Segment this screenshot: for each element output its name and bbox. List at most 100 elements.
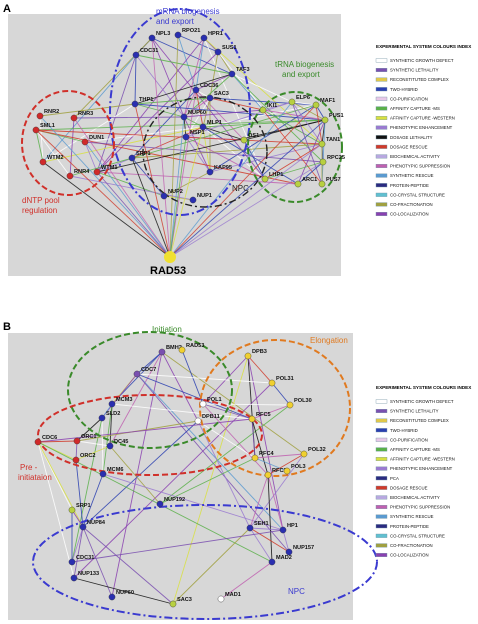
- legend-swatch: [375, 447, 388, 452]
- legend-swatch: [375, 533, 388, 538]
- node-label: SML1: [40, 123, 55, 129]
- region-preinit-outline: [37, 394, 263, 476]
- node-hp1: HP1: [279, 523, 298, 534]
- node-cdc6: CDC6: [34, 435, 57, 446]
- node-label: NSP1: [190, 130, 205, 136]
- node-label: ORC2: [80, 453, 96, 459]
- node-label: SAC3: [177, 597, 192, 603]
- node-marker: [73, 437, 81, 445]
- node-marker: [189, 196, 197, 204]
- edge-1: [151, 37, 233, 75]
- edge-91: [291, 101, 326, 121]
- node-sus1: SUS1: [214, 45, 237, 56]
- node-label: NUP157: [293, 545, 314, 551]
- edge-14: [134, 54, 137, 105]
- edge-54: [159, 457, 256, 505]
- node-label: CDC31: [76, 555, 94, 561]
- edge-13: [135, 54, 233, 75]
- node-pol1: POL1: [199, 397, 222, 408]
- hub-edge-22: [96, 171, 171, 258]
- node-marker: [214, 48, 222, 56]
- hub-edge-18: [73, 117, 171, 258]
- edge-34: [183, 97, 211, 118]
- node-label: MCM3: [116, 397, 132, 403]
- legend-label: TWO-HYBRID: [390, 87, 418, 92]
- region-npc-b-label: NPC: [288, 587, 305, 596]
- legend-swatch: [375, 96, 388, 101]
- node-marker: [294, 180, 302, 188]
- hub-edge-9: [169, 116, 185, 258]
- edge-52: [84, 126, 204, 143]
- node-label: DUN1: [89, 135, 104, 141]
- node-dun1: DUN1: [81, 135, 104, 146]
- legend-swatch: [375, 87, 388, 92]
- node-marker: [131, 100, 139, 108]
- hub-edge-19: [35, 129, 171, 258]
- edge-41: [39, 103, 136, 117]
- hub-label-rad53: RAD53: [150, 265, 186, 277]
- node-cdc31: CDC31: [68, 555, 94, 566]
- node-label: THP1: [139, 97, 153, 103]
- node-sml1: SML1: [32, 123, 55, 134]
- hub-edge-0: [151, 37, 171, 258]
- node-marker: [68, 558, 76, 566]
- edge-49: [131, 126, 204, 159]
- edge-37: [251, 418, 256, 459]
- edge-92: [291, 101, 323, 145]
- node-label: NUP192: [164, 497, 185, 503]
- node-pol31: POL31: [268, 376, 294, 387]
- legend-label: BIOCHEMICAL ACTIVITY: [390, 154, 440, 159]
- node-label: POL31: [276, 376, 294, 382]
- edge-31: [71, 417, 103, 563]
- hub-edge-11: [169, 136, 187, 258]
- legend-label: PHENOTYPIC SUPPRESSION: [390, 164, 450, 169]
- node-label: RNR2: [44, 109, 59, 115]
- edge-30: [101, 417, 104, 475]
- node-npl3: NPL3: [148, 31, 170, 42]
- edge-70: [282, 529, 290, 553]
- legend-label: PROTEIN-PEPTIDE: [390, 524, 429, 529]
- legend-label: CO-PURIFICATION: [390, 437, 428, 442]
- edge-63: [73, 526, 84, 579]
- edge-73: [39, 115, 44, 163]
- legend-item-phenotypic-enhancement: PHENOTYPIC ENHANCEMENT: [375, 466, 453, 471]
- legend-item-synthetic-lethality: SYNTHETIC LETHALITY: [375, 409, 439, 414]
- edge-16: [42, 54, 137, 163]
- legend-label: DOSAGE RESCUE: [390, 485, 428, 490]
- node-hpr1: HPR1: [200, 31, 223, 42]
- edge-45: [183, 116, 187, 138]
- edge-6: [181, 349, 204, 405]
- legend-item-co-fractionation: CO-FRACTIONATION: [375, 202, 433, 207]
- region-mrna-outline: [109, 8, 251, 216]
- legend-swatch: [375, 553, 388, 558]
- node-label: CDC31: [140, 48, 158, 54]
- node-marker: [228, 70, 236, 78]
- legend-swatch: [375, 466, 388, 471]
- node-label: TAF3: [236, 67, 250, 73]
- panel-a-legend: EXPERIMENTAL SYSTEM COLOURS INDEX SYNTHE…: [375, 44, 472, 217]
- node-dpb11: DPB11: [194, 414, 220, 425]
- edge-3: [109, 351, 163, 447]
- edge-62: [131, 157, 165, 197]
- edge-42: [37, 441, 84, 528]
- node-marker: [39, 158, 47, 166]
- legend-item-synthetic-rescue: SYNTHETIC RESCUE: [375, 173, 434, 178]
- node-os1: OS1: [240, 133, 259, 144]
- node-label: KAP95: [214, 165, 232, 171]
- edge-48: [75, 459, 84, 528]
- region-preinit-label-1: Pre -: [20, 463, 38, 472]
- node-label: SAC3: [214, 91, 229, 97]
- node-marker: [279, 526, 287, 534]
- edge-62: [71, 526, 84, 563]
- node-pus7: PUS7: [318, 177, 341, 188]
- node-wtm1: WTM1: [93, 165, 117, 176]
- node-nup192: NUP192: [156, 497, 185, 508]
- legend-swatch: [375, 115, 388, 120]
- node-label: POL3: [291, 464, 306, 470]
- legend-item-co-localization: CO-LOCALIZATION: [375, 212, 429, 217]
- edge-83: [96, 119, 326, 173]
- node-sac3: SAC3: [206, 91, 229, 102]
- node-marker: [156, 500, 164, 508]
- edge-11: [203, 37, 323, 145]
